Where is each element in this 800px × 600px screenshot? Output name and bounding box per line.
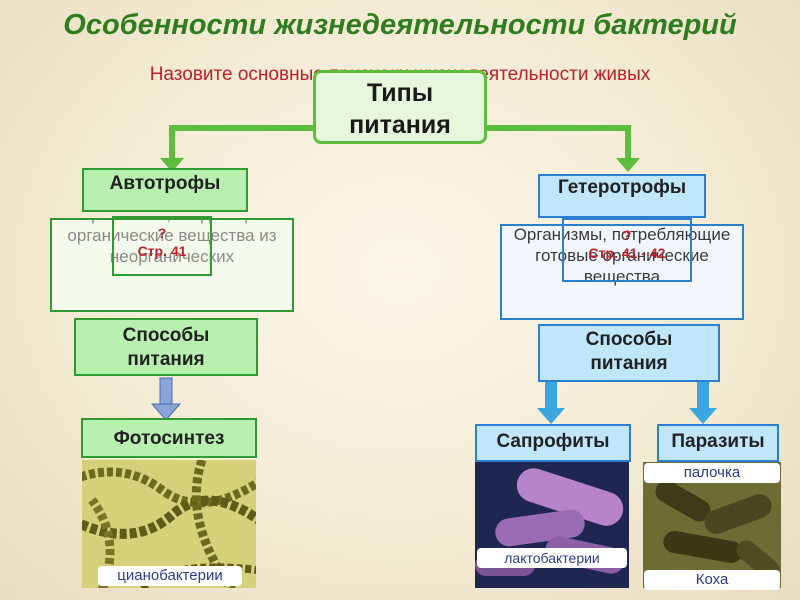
lactobacteria-image <box>475 462 629 588</box>
autotrophs-page-ref: Стр. 41 <box>114 242 210 260</box>
arrow-to-heterotrophs <box>487 128 628 160</box>
autotrophs-question-box: ? Стр. 41 <box>112 216 212 276</box>
autotrophs-methods-line2: питания <box>76 348 256 372</box>
heterotrophs-question-mark: ? <box>564 226 690 244</box>
saprophytes-box: Сапрофиты <box>475 424 631 462</box>
autotrophs-methods-box: Способы питания <box>74 318 258 376</box>
arrow-to-parasites <box>697 382 709 410</box>
heterotrophs-heading: Гетеротрофы <box>538 174 706 218</box>
heterotrophs-methods-line1: Способы <box>540 328 718 352</box>
arrow-to-saprophytes <box>545 382 557 410</box>
arrow-to-autotrophs <box>172 128 313 160</box>
lactobacteria-caption: лактобактерии <box>477 548 627 568</box>
types-line2: питания <box>316 109 484 141</box>
koch-caption: Коха <box>644 570 780 590</box>
autotrophs-heading: Автотрофы <box>82 168 248 212</box>
heterotrophs-methods-line2: питания <box>540 352 718 376</box>
autotrophs-methods-line1: Способы <box>76 324 256 348</box>
autotrophs-question-mark: ? <box>114 224 210 242</box>
cyanobacteria-caption: цианобактерии <box>98 566 242 586</box>
types-line1: Типы <box>316 77 484 109</box>
heterotrophs-methods-box: Способы питания <box>538 324 720 382</box>
heterotrophs-question-box: ? Стр. 41 - 42 <box>562 218 692 282</box>
koch-top-caption: палочка <box>644 463 780 483</box>
photosynthesis-box: Фотосинтез <box>81 418 257 458</box>
arrowhead-right <box>616 158 640 172</box>
nutrition-types-box: Типы питания <box>313 70 487 144</box>
arrow-to-photosynthesis <box>160 378 172 406</box>
parasites-box: Паразиты <box>657 424 779 462</box>
heterotrophs-page-ref: Стр. 41 - 42 <box>564 244 690 262</box>
